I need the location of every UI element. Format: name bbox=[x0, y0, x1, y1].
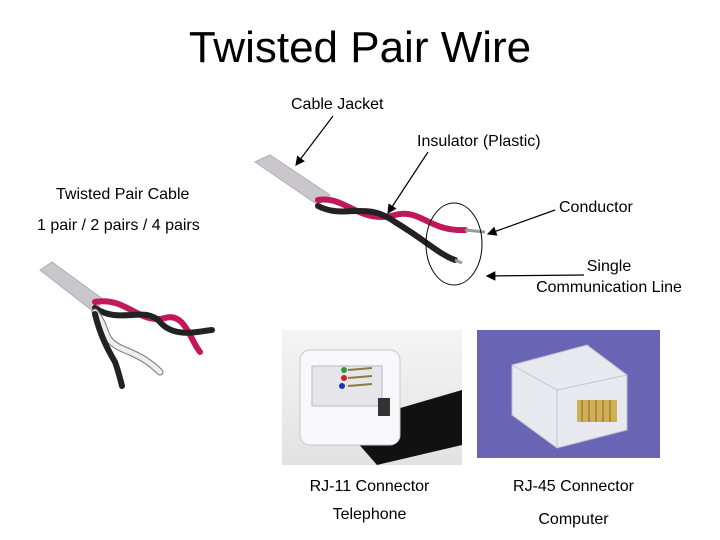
page-title: Twisted Pair Wire bbox=[188, 23, 532, 72]
conductor-tip-black bbox=[454, 258, 463, 265]
twisted-pair-cable-label: Twisted Pair Cable bbox=[56, 186, 190, 203]
rj11-use-label: Telephone bbox=[332, 506, 407, 523]
arrow-insulator bbox=[387, 151, 429, 215]
cable-jacket-label: Cable Jacket bbox=[291, 96, 384, 113]
black-wire-left-2 bbox=[92, 311, 125, 389]
rj45-label: RJ-45 Connector bbox=[513, 478, 634, 495]
black-wire-left bbox=[92, 305, 215, 336]
rj11-label: RJ-11 Connector bbox=[309, 478, 430, 495]
single-line-label-2: Communication Line bbox=[536, 279, 682, 296]
pair-options-label: 1 pair / 2 pairs / 4 pairs bbox=[37, 217, 200, 234]
conductor-tip-red bbox=[464, 228, 486, 234]
conductor-label: Conductor bbox=[559, 199, 633, 216]
arrow-single-line bbox=[485, 271, 585, 281]
red-wire bbox=[315, 196, 468, 234]
rj11-connector-photo bbox=[282, 330, 462, 465]
cable-jacket-shape bbox=[253, 154, 331, 206]
rj45-use-label: Computer bbox=[538, 511, 609, 528]
single-line-label-1: Single bbox=[586, 258, 632, 275]
black-wire bbox=[315, 203, 458, 263]
insulator-label: Insulator (Plastic) bbox=[417, 133, 541, 150]
red-wire-left bbox=[92, 298, 203, 355]
rj45-connector-photo bbox=[477, 330, 660, 458]
conductor-highlight-circle bbox=[425, 202, 483, 286]
arrow-conductor bbox=[486, 209, 556, 236]
arrow-cable-jacket bbox=[295, 115, 334, 166]
